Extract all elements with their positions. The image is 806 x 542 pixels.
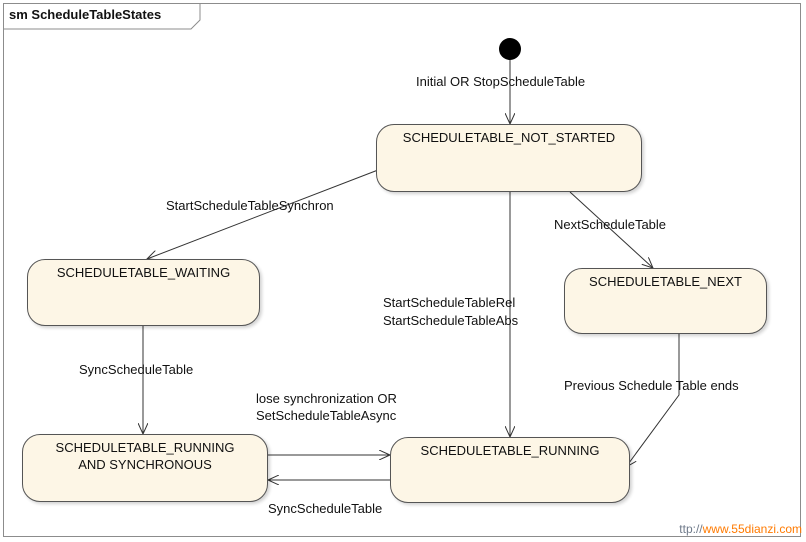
state-waiting: SCHEDULETABLE_WAITING [27,259,260,326]
initial-pseudostate [499,38,521,60]
state-not-started-label: SCHEDULETABLE_NOT_STARTED [402,130,616,145]
label-lose-sync-1: lose synchronization OR [256,391,397,406]
state-running-sync-label-1: SCHEDULETABLE_RUNNING [55,440,235,455]
label-next-table: NextScheduleTable [554,217,667,232]
state-running-sync-label-2: AND SYNCHRONOUS [78,457,212,472]
frame-tab [3,3,201,30]
label-lose-sync-2: SetScheduleTableAsync [256,408,397,423]
label-start-abs: StartScheduleTableAbs [383,313,519,328]
label-sync-back: SyncScheduleTable [268,501,383,516]
state-running-label: SCHEDULETABLE_RUNNING [420,443,600,458]
diagram-frame [3,3,801,537]
diagram-title: sm ScheduleTableStates [9,7,162,22]
edge-prev-ends [626,334,680,467]
label-initial: Initial OR StopScheduleTable [416,74,586,89]
state-running-synchronous: SCHEDULETABLE_RUNNING AND SYNCHRONOUS [22,434,268,502]
label-start-rel: StartScheduleTableRel [383,295,516,310]
edge-next-table [569,191,653,268]
edge-start-synchron [147,169,379,259]
state-not-started: SCHEDULETABLE_NOT_STARTED [376,124,642,192]
label-start-synchron: StartScheduleTableSynchron [166,198,334,213]
watermark: ttp://www.55dianzi.com [679,522,802,536]
state-running: SCHEDULETABLE_RUNNING [390,437,630,503]
watermark-prefix: ttp:// [679,522,703,536]
label-sync-down: SyncScheduleTable [79,362,194,377]
state-waiting-label: SCHEDULETABLE_WAITING [56,265,231,280]
label-prev-ends: Previous Schedule Table ends [564,378,739,393]
watermark-site: www.55dianzi.com [702,522,802,536]
state-next: SCHEDULETABLE_NEXT [564,268,767,334]
state-next-label: SCHEDULETABLE_NEXT [589,274,742,289]
